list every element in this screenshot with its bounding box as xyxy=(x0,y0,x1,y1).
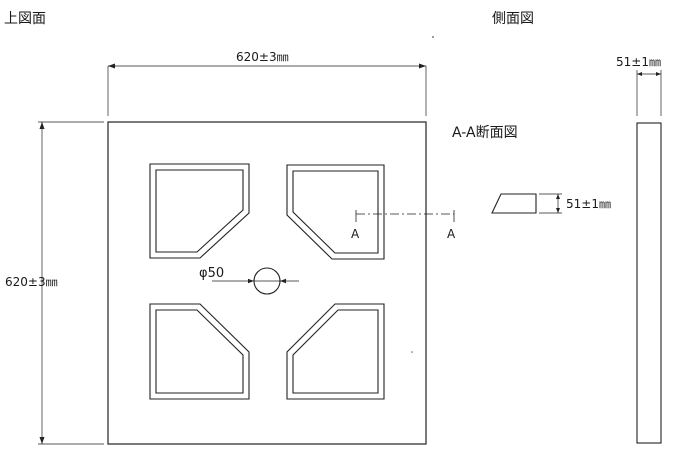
section-profile: 51±1㎜ xyxy=(491,193,611,214)
width-dimension: 620±3㎜ xyxy=(107,50,427,116)
height-dimension: 620±3㎜ xyxy=(5,121,104,445)
scan-speck xyxy=(411,351,413,353)
section-thickness-label: 51±1㎜ xyxy=(566,197,611,211)
side-thickness-label: 51±1㎜ xyxy=(616,55,661,69)
plate-outline xyxy=(107,121,427,445)
opening-top-right xyxy=(286,164,385,260)
side-view: 51±1㎜ xyxy=(616,55,662,444)
section-view-title: A-A断面図 xyxy=(452,125,518,141)
opening-bottom-left xyxy=(149,303,250,400)
height-label: 620±3㎜ xyxy=(5,275,58,289)
section-marker-left: A xyxy=(351,227,360,241)
section-marker-right: A xyxy=(447,227,456,241)
center-hole: φ50 xyxy=(199,266,299,295)
section-line: A A xyxy=(351,210,456,241)
opening-top-left xyxy=(149,163,250,259)
opening-bottom-right xyxy=(286,303,385,400)
width-label: 620±3㎜ xyxy=(236,50,289,64)
scan-speck xyxy=(432,36,434,38)
top-view-title: 上図面 xyxy=(4,11,46,27)
side-view-title: 側面図 xyxy=(492,11,534,27)
hole-diameter-label: φ50 xyxy=(199,266,224,281)
